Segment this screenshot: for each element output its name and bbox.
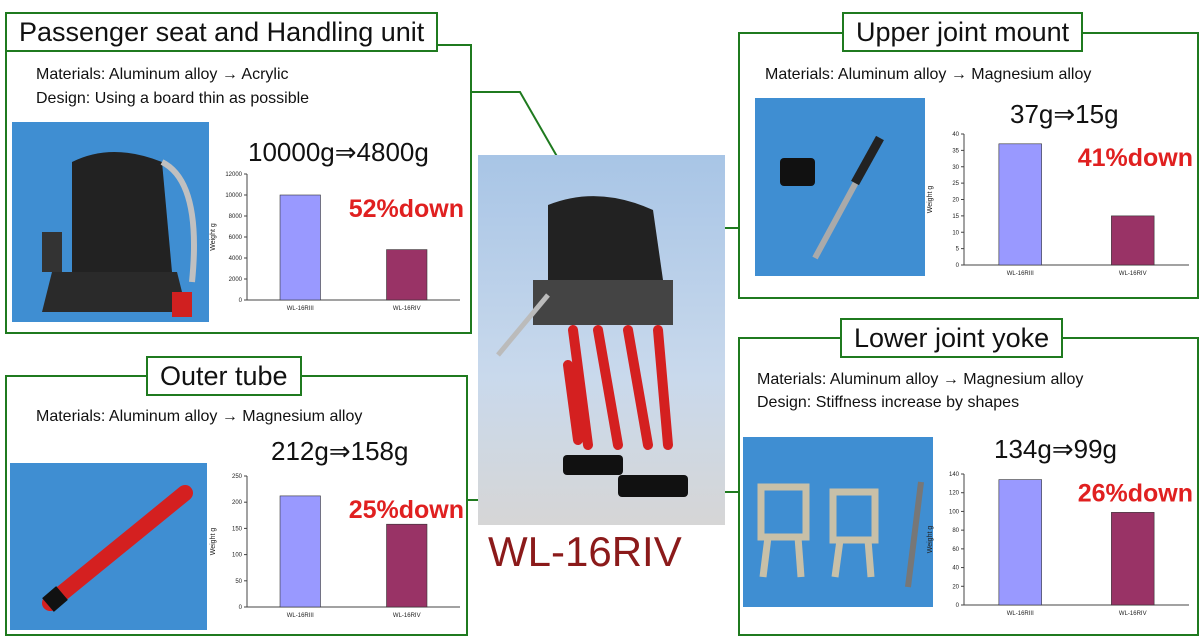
x-tick-label: WL-16RIV bbox=[393, 613, 421, 619]
bar-wl-16riii bbox=[998, 143, 1042, 266]
bar-wl-16riii bbox=[279, 194, 321, 301]
seat-illustration bbox=[42, 152, 197, 317]
panel-seat-materials: Materials: Aluminum alloy → Acrylic bbox=[36, 66, 289, 83]
y-tick-label: 30 bbox=[952, 165, 959, 171]
y-tick-label: 40 bbox=[952, 566, 959, 572]
x-tick-label: WL-16RIII bbox=[287, 613, 314, 619]
bar-wl-16riv bbox=[386, 523, 428, 608]
y-tick-label: 100 bbox=[949, 509, 960, 515]
lower-illustration bbox=[757, 481, 924, 588]
outer-photo bbox=[10, 463, 207, 630]
y-tick-label: 40 bbox=[952, 132, 959, 138]
y-tick-label: 35 bbox=[952, 148, 959, 154]
panel-upper-title: Upper joint mount bbox=[842, 12, 1084, 52]
y-tick-label: 0 bbox=[956, 603, 960, 609]
y-tick-label: 80 bbox=[952, 528, 959, 534]
down-annotation: 26%down bbox=[1078, 480, 1193, 508]
upper-photo bbox=[755, 98, 925, 276]
panel-seat-design: Design: Using a board thin as possible bbox=[36, 90, 310, 107]
y-axis-label: Weight g bbox=[927, 186, 934, 214]
y-tick-label: 10000 bbox=[225, 193, 242, 199]
y-tick-label: 12000 bbox=[225, 172, 242, 178]
panel-outer-weight: 212g⇒158g bbox=[271, 436, 409, 466]
panel-upper-weight: 37g⇒15g bbox=[1010, 99, 1119, 129]
bar-wl-16riv bbox=[1111, 512, 1155, 606]
y-tick-label: 10 bbox=[952, 230, 959, 236]
down-annotation: 41%down bbox=[1078, 144, 1193, 172]
y-axis-label: Weight g bbox=[210, 528, 217, 556]
x-tick-label: WL-16RIV bbox=[393, 306, 421, 312]
bar-wl-16riv bbox=[1111, 215, 1155, 266]
y-tick-label: 4000 bbox=[229, 256, 243, 262]
y-tick-label: 150 bbox=[232, 526, 243, 532]
y-tick-label: 0 bbox=[956, 263, 960, 269]
x-tick-label: WL-16RIII bbox=[1007, 611, 1034, 617]
lower-photo bbox=[743, 437, 933, 607]
x-tick-label: WL-16RIV bbox=[1119, 611, 1147, 617]
x-tick-label: WL-16RIV bbox=[1119, 271, 1147, 277]
robot-name: WL-16RIV bbox=[488, 528, 682, 575]
panel-lower-title: Lower joint yoke bbox=[840, 318, 1064, 358]
bar-wl-16riii bbox=[998, 479, 1042, 606]
y-tick-label: 5 bbox=[956, 247, 960, 253]
seat-photo bbox=[12, 122, 209, 322]
y-tick-label: 140 bbox=[949, 472, 960, 478]
y-tick-label: 0 bbox=[239, 298, 243, 304]
y-tick-label: 120 bbox=[949, 491, 960, 497]
y-tick-label: 200 bbox=[232, 500, 243, 506]
y-tick-label: 15 bbox=[952, 214, 959, 220]
panel-seat-weight: 10000g⇒4800g bbox=[248, 137, 429, 167]
bar-wl-16riv bbox=[386, 249, 428, 301]
y-tick-label: 20 bbox=[952, 198, 959, 204]
y-tick-label: 0 bbox=[239, 605, 243, 611]
panel-lower-design: Design: Stiffness increase by shapes bbox=[757, 394, 1020, 411]
panel-outer-title: Outer tube bbox=[146, 356, 302, 396]
y-tick-label: 60 bbox=[952, 547, 959, 553]
robot-photo bbox=[478, 155, 725, 525]
y-tick-label: 250 bbox=[232, 474, 243, 480]
y-tick-label: 20 bbox=[952, 584, 959, 590]
panel-seat-title: Passenger seat and Handling unit bbox=[5, 12, 439, 52]
y-tick-label: 6000 bbox=[229, 235, 243, 241]
outer-illustration bbox=[42, 485, 193, 612]
upper-illustration bbox=[780, 135, 884, 260]
robot-illustration bbox=[496, 196, 688, 497]
bar-wl-16riii bbox=[279, 495, 321, 608]
y-tick-label: 50 bbox=[235, 579, 242, 585]
y-tick-label: 25 bbox=[952, 181, 959, 187]
y-tick-label: 2000 bbox=[229, 277, 243, 283]
panel-lower-weight: 134g⇒99g bbox=[994, 434, 1118, 464]
panel-outer-materials: Materials: Aluminum alloy → Magnesium al… bbox=[36, 408, 363, 425]
panel-lower-materials: Materials: Aluminum alloy → Magnesium al… bbox=[757, 371, 1084, 388]
y-tick-label: 100 bbox=[232, 553, 243, 559]
x-tick-label: WL-16RIII bbox=[287, 306, 314, 312]
panel-upper-materials: Materials: Aluminum alloy → Magnesium al… bbox=[765, 66, 1092, 83]
y-tick-label: 8000 bbox=[229, 214, 243, 220]
down-annotation: 25%down bbox=[349, 496, 464, 524]
y-axis-label: Weight g bbox=[210, 223, 217, 251]
x-tick-label: WL-16RIII bbox=[1007, 271, 1034, 277]
down-annotation: 52%down bbox=[349, 195, 464, 223]
y-axis-label: Weight g bbox=[927, 526, 934, 554]
